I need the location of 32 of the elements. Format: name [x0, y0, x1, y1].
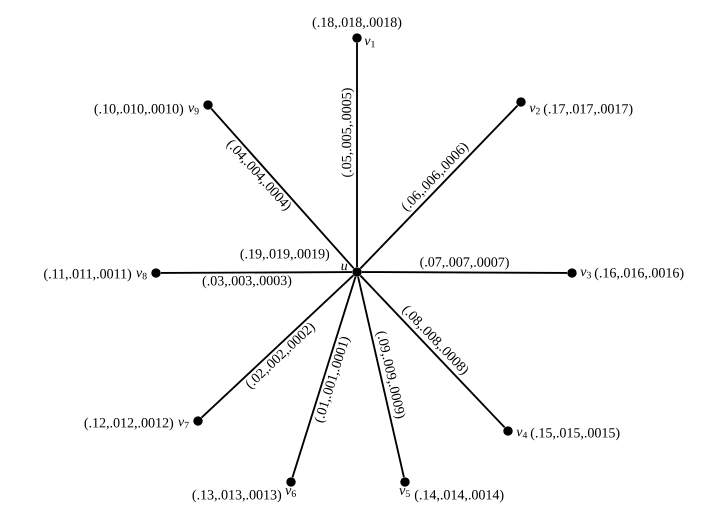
- edge-label: (.03,.003,.0003): [202, 275, 292, 288]
- edge-line: [200, 274, 354, 418]
- edge-line: [360, 274, 506, 428]
- vertex-value: (.15,.015,.0015): [530, 428, 620, 440]
- edge-line: [292, 276, 356, 478]
- vertex-name: v$_{5}$: [399, 488, 410, 497]
- vertex-value: (.18,.018,.0018): [312, 17, 402, 30]
- vertex-value: (.16,.016,.0016): [594, 268, 684, 280]
- edge-line: [362, 271, 568, 274]
- edge-line: [357, 276, 405, 478]
- vertex-name: v$_{9}$: [188, 106, 199, 114]
- vertex-name: v$_{4}$: [516, 430, 528, 438]
- vertex-value: (.10,.010,.0010): [94, 104, 184, 116]
- vertex-name: v$_{8}$: [136, 270, 147, 280]
- edge-line: [360, 104, 518, 270]
- vertex-value: (.11,.011,.0011): [44, 268, 132, 282]
- vertex-name: u: [341, 264, 348, 270]
- edge-label: (.07,.007,.0007): [420, 256, 509, 270]
- vertex-value: (.13,.013,.0013): [192, 490, 282, 502]
- vertex-name: v$_{1}$: [364, 38, 375, 48]
- edge-line: [356, 42, 358, 268]
- edge-line: [210, 108, 354, 269]
- vertex-value: (.14,.014,.0014): [414, 490, 504, 502]
- vertex-value: (.19,.019,.0019): [240, 248, 330, 262]
- vertex-name: v$_{6}$: [285, 488, 296, 497]
- vertex-name: v$_{7}$: [178, 420, 189, 428]
- vertex-name: v$_{3}$: [580, 270, 591, 278]
- edge-line: [160, 271, 352, 274]
- vertex-name: v$_{2}$: [529, 106, 540, 114]
- edge-label: (.05,.005,.0005): [341, 88, 354, 177]
- vertex-value: (.17,.017,.0017): [544, 104, 632, 116]
- vertex-value: (.12,.012,.0012): [84, 418, 174, 430]
